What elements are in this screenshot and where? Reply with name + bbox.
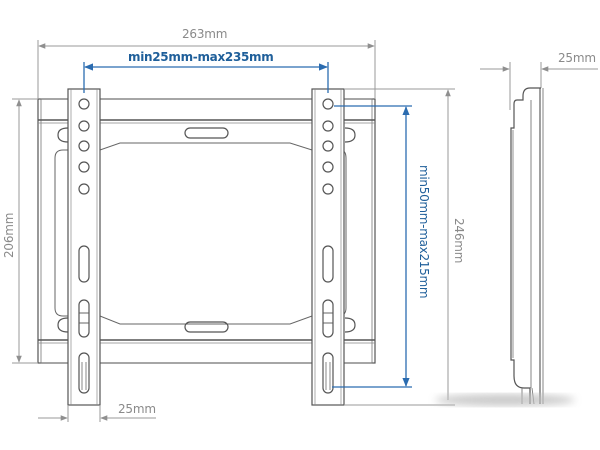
arm-width-label: 25mm [118, 402, 156, 416]
vesa-lines [83, 62, 412, 388]
left-mounting-arm [67, 88, 101, 406]
floor-shadow [435, 394, 575, 406]
vesa-vertical-label: min50mm-max215mm [417, 165, 431, 299]
overall-width-label: 263mm [182, 27, 228, 41]
right-mounting-arm [311, 88, 345, 406]
side-profile [510, 87, 544, 405]
depth-label: 25mm [558, 51, 596, 65]
dimension-lines [12, 40, 598, 422]
vesa-horizontal-label: min25mm-max235mm [128, 50, 274, 64]
overall-height-label: 246mm [452, 218, 466, 264]
frame-height-label: 206mm [2, 212, 16, 258]
